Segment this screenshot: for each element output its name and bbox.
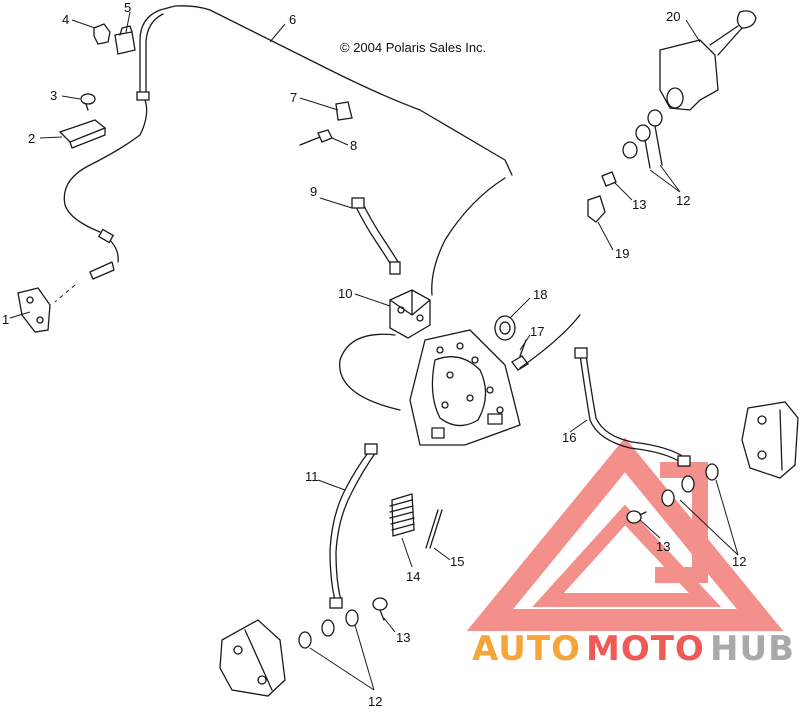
brake-line-to-valve: [431, 177, 506, 296]
banjo-fitting-lower-left: [89, 261, 115, 280]
leader-19: [597, 221, 614, 251]
part-15-rod-b: [429, 509, 443, 549]
callout-7: 7: [290, 90, 297, 105]
callout-17: 17: [530, 324, 544, 339]
copyright-text: © 2004 Polaris Sales Inc.: [340, 40, 486, 55]
leader-15: [433, 547, 451, 561]
wordmark-auto: AUTO: [472, 629, 581, 669]
leader-20: [685, 19, 701, 43]
callout-12-right: 12: [732, 554, 746, 569]
part-13-bolt-top: [601, 171, 617, 187]
automotohub-wordmark: AUTO MOTO HUB: [472, 629, 795, 669]
part-13-bolt-lower: [372, 597, 388, 621]
part-8-bolt: [299, 129, 333, 146]
part-4-nut: [93, 23, 111, 45]
part-3-screw: [80, 93, 96, 111]
leader-3: [61, 95, 81, 100]
hose-fitting-a: [136, 91, 150, 101]
callout-16: 16: [562, 430, 576, 445]
leader-10: [354, 293, 391, 307]
callout-12-lower: 12: [368, 694, 382, 709]
part-12-washers-lower: [298, 609, 359, 649]
leader-5: [125, 11, 131, 33]
logo-g-mark: [655, 462, 708, 583]
leader-18: [509, 297, 531, 319]
leader-13-right: [639, 519, 661, 539]
callout-20: 20: [666, 9, 680, 24]
leader-12-lower: [309, 624, 375, 691]
wordmark-moto: MOTO: [586, 629, 705, 669]
callout-12-top: 12: [676, 193, 690, 208]
part-6-line-outer: [145, 13, 164, 96]
callout-13-top: 13: [632, 197, 646, 212]
callout-2: 2: [28, 131, 35, 146]
part-18-bushing: [494, 315, 516, 341]
leader-11: [317, 479, 346, 491]
callout-3: 3: [50, 88, 57, 103]
part-15-rod: [425, 509, 439, 549]
leader-2: [39, 136, 63, 139]
brake-pedal-bracket: [409, 329, 521, 446]
leader-1: [9, 311, 31, 319]
wordmark-hub: HUB: [710, 629, 795, 669]
leader-12-right: [679, 479, 739, 556]
logo-triangle-inner: [532, 504, 722, 607]
lower-brake-caliper: [219, 619, 286, 697]
leader-6: [269, 23, 286, 43]
leader-16: [569, 419, 588, 433]
callout-15: 15: [450, 554, 464, 569]
callout-13-lower: 13: [396, 630, 410, 645]
leader-8: [331, 137, 349, 146]
callout-5: 5: [124, 0, 131, 15]
callout-4: 4: [62, 12, 69, 27]
part-2-clamp: [58, 119, 107, 149]
automotohub-logo: [466, 437, 784, 631]
leader-12-top: [649, 164, 681, 193]
callout-6: 6: [289, 12, 296, 27]
leader-9: [319, 197, 353, 209]
part-20-master-cylinder: [659, 10, 757, 111]
leader-13-top: [613, 181, 633, 201]
part-19-boot: [587, 195, 606, 223]
callout-13-right: 13: [656, 539, 670, 554]
part-9-hose: [351, 197, 401, 275]
right-brake-caliper: [741, 401, 799, 479]
leader-13-lower: [383, 617, 396, 633]
leader-4: [71, 19, 96, 29]
part-10-valve-block: [389, 289, 431, 339]
brake-line-right: [519, 314, 581, 369]
part-7-clip: [335, 101, 353, 121]
leader-7: [299, 97, 339, 111]
brake-line-loop: [339, 333, 401, 411]
part-5-clip: [114, 25, 136, 55]
callout-14: 14: [406, 569, 420, 584]
part-1-bracket: [17, 287, 51, 333]
part-16-hose: [574, 347, 691, 467]
callout-9: 9: [310, 184, 317, 199]
hose-fitting-b: [97, 228, 115, 244]
leader-17: [519, 334, 531, 351]
part-12-washers-right: [661, 463, 719, 507]
assembly-line-1: [54, 284, 76, 303]
part-14-spring: [389, 493, 415, 537]
part-12-washers-top: [622, 109, 663, 169]
part-11-hose: [329, 443, 378, 609]
part-13-bolt-right: [626, 510, 647, 524]
callout-10: 10: [338, 286, 352, 301]
leader-14: [401, 537, 413, 568]
callout-18: 18: [533, 287, 547, 302]
part-17-bolt: [511, 339, 529, 371]
callout-11: 11: [305, 469, 319, 484]
callout-1: 1: [2, 312, 9, 327]
callout-19: 19: [615, 246, 629, 261]
callout-8: 8: [350, 138, 357, 153]
part-6-brake-line: [139, 5, 513, 176]
